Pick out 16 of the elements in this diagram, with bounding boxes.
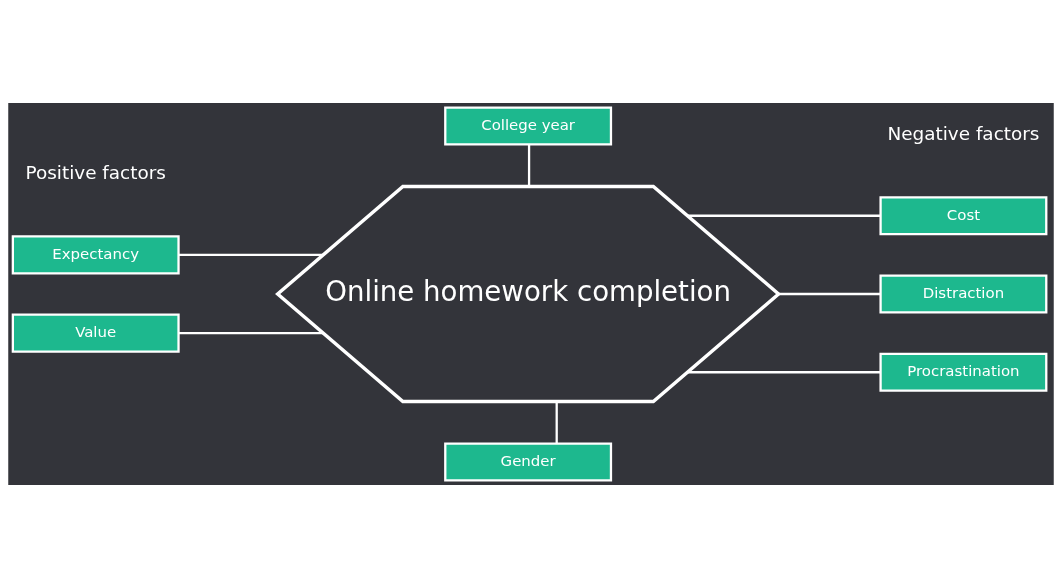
connector bbox=[178, 253, 323, 257]
connector bbox=[178, 331, 323, 335]
label: Positive factors bbox=[25, 161, 166, 183]
label: Negative factors bbox=[887, 122, 1040, 144]
node-box: Expectancy bbox=[11, 235, 180, 275]
node-box: Procrastination bbox=[879, 352, 1048, 392]
connector bbox=[687, 371, 881, 374]
node-box: Distraction bbox=[879, 274, 1048, 314]
connector bbox=[527, 144, 531, 187]
node-box: College year bbox=[444, 106, 613, 146]
node-box: Value bbox=[11, 313, 180, 353]
node-box: Gender bbox=[444, 442, 613, 482]
connector bbox=[687, 214, 881, 217]
node-box: Cost bbox=[879, 196, 1048, 236]
connector bbox=[778, 292, 881, 296]
connector bbox=[555, 401, 558, 444]
